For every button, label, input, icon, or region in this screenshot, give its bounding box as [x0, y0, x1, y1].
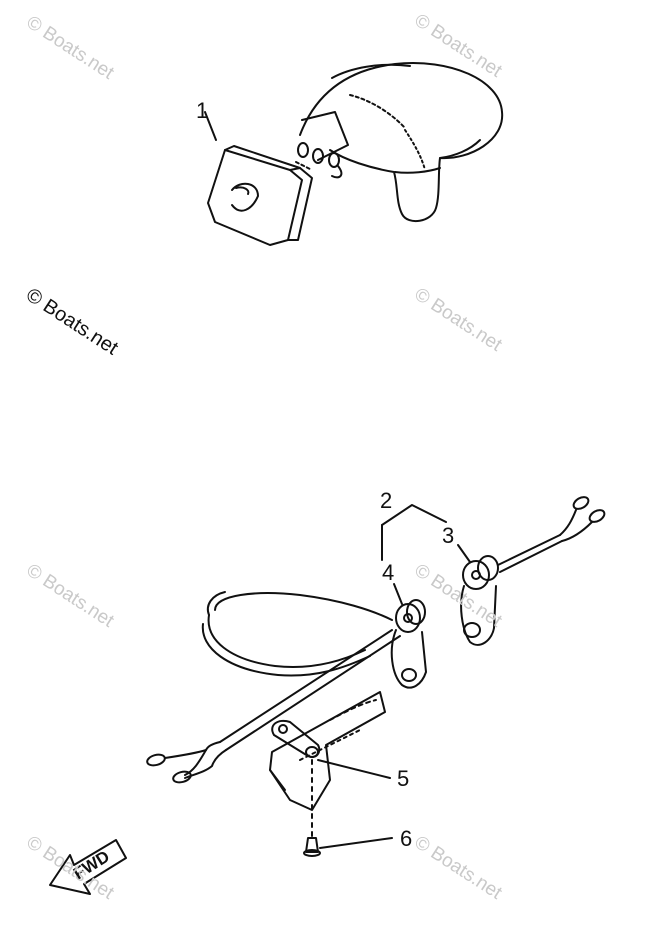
- callout-4: 4: [382, 560, 395, 585]
- leader-5: [317, 759, 391, 779]
- screw-6: [303, 759, 321, 857]
- wire-loop: [201, 591, 393, 677]
- clamp-5: [271, 719, 321, 758]
- sensor-4: [390, 599, 427, 689]
- leader-3: [457, 544, 471, 563]
- connector-1: [207, 145, 313, 246]
- leader-6: [319, 837, 393, 849]
- sensor-3: [460, 496, 606, 646]
- magneto-base: [299, 62, 504, 223]
- leader-4: [393, 583, 403, 605]
- leader-1: [204, 111, 217, 141]
- fwd-arrow-icon: [49, 839, 127, 895]
- callout-2: 2: [380, 488, 393, 513]
- callout-3: 3: [442, 523, 455, 548]
- coil-leads: [295, 111, 349, 179]
- leader-2-bracket: [381, 504, 447, 526]
- mounting-bracket: [269, 691, 386, 811]
- callout-1: 1: [196, 98, 209, 123]
- callout-6: 6: [400, 826, 413, 851]
- main-harness: [146, 629, 401, 784]
- callout-5: 5: [397, 766, 410, 791]
